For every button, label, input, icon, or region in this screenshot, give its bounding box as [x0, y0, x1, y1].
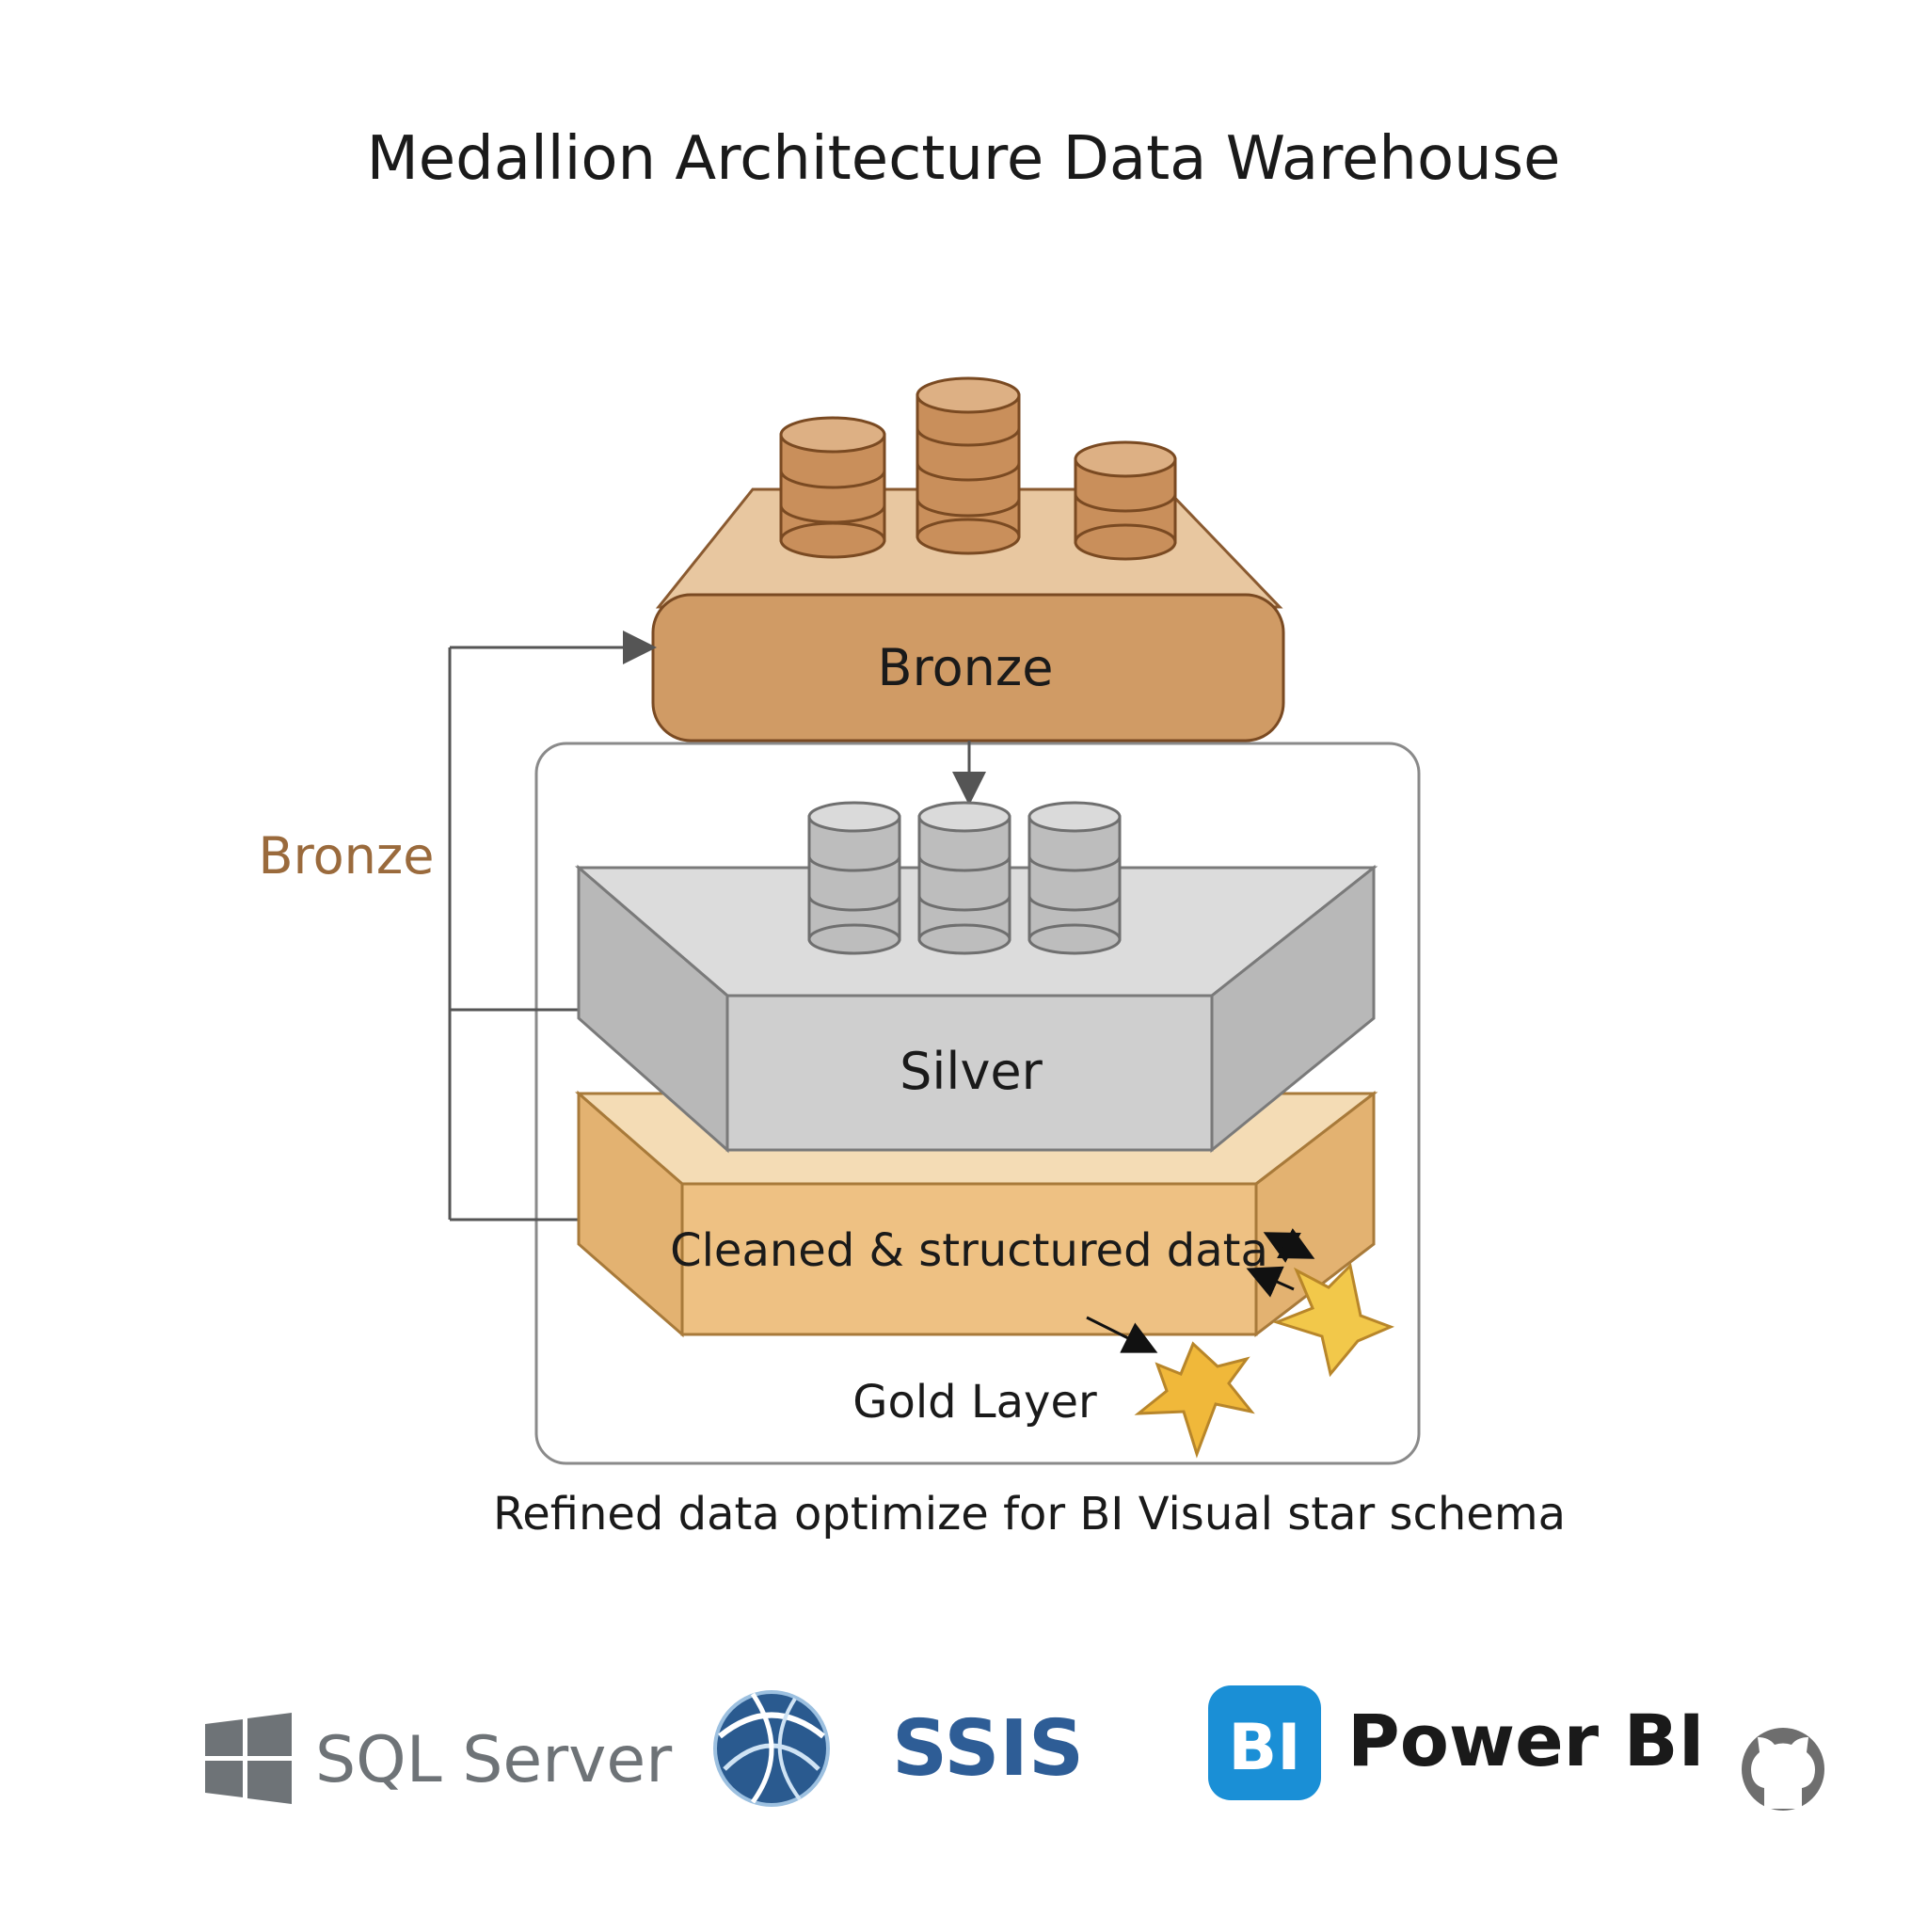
power-bi-logo-icon: BI — [1208, 1685, 1321, 1800]
windows-logo-icon — [205, 1713, 292, 1804]
bronze-database-icon — [916, 376, 1021, 555]
silver-database-icon — [917, 801, 1011, 955]
silver-layer-label: Silver — [900, 1042, 1043, 1101]
gold-box-label: Cleaned & structured data — [670, 1224, 1268, 1277]
ssis-globe-logo-icon — [713, 1690, 830, 1807]
bronze-database-icon — [1074, 440, 1177, 561]
star-icon — [1134, 1341, 1255, 1459]
bronze-database-icon — [779, 416, 886, 559]
arrow-icon — [1086, 1316, 1158, 1353]
gold-layer-caption: Refined data optimize for BI Visual star… — [493, 1488, 1566, 1541]
gold-layer-label: Gold Layer — [852, 1376, 1097, 1429]
warehouse-frame — [534, 742, 1421, 1465]
silver-database-icon — [807, 801, 901, 955]
silver-database-icon — [1027, 801, 1122, 955]
power-bi-icon-text: BI — [1228, 1711, 1300, 1785]
bronze-side-label: Bronze — [259, 826, 435, 886]
page-title: Medallion Architecture Data Warehouse — [367, 124, 1561, 194]
star-icon — [1272, 1262, 1395, 1378]
sql-server-label: SQL Server — [315, 1723, 672, 1797]
power-bi-label: Power BI — [1347, 1699, 1705, 1782]
bronze-layer-label: Bronze — [878, 638, 1054, 697]
double-arrow-icon — [1263, 1228, 1315, 1263]
arrow-icon — [1246, 1266, 1295, 1298]
ssis-label: SSIS — [892, 1704, 1084, 1794]
github-logo-icon — [1742, 1728, 1824, 1811]
